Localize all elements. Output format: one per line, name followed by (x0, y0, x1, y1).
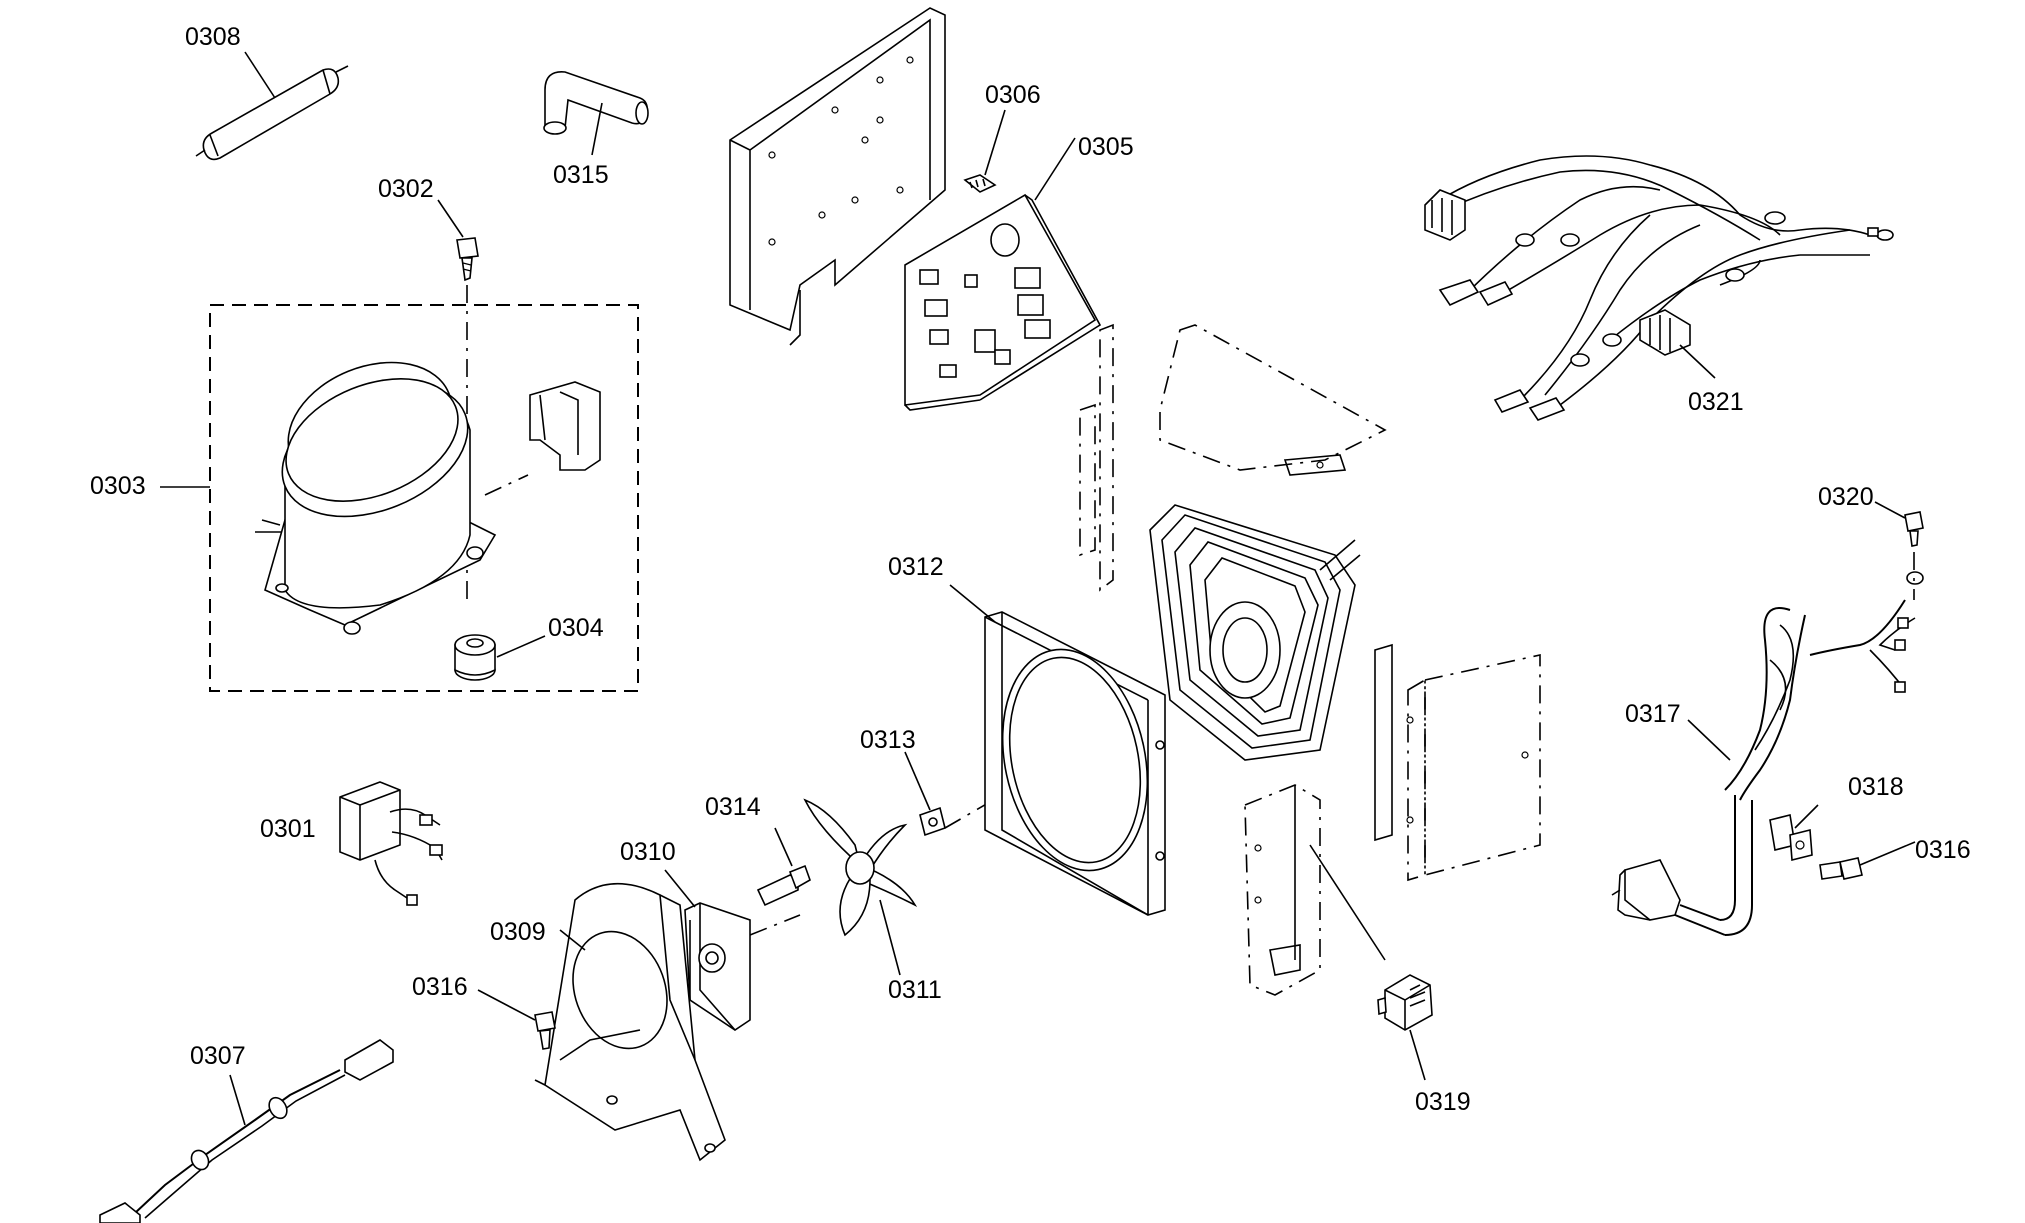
label-0301: 0301 (260, 815, 316, 843)
part-0315-tube (543, 71, 649, 156)
part-0314-screw (756, 827, 811, 907)
label-0316-right: 0316 (1915, 836, 1971, 864)
part-0320-screw (1874, 501, 1924, 600)
right-panel-set (1374, 643, 1541, 882)
part-0309-bracket (534, 882, 726, 1162)
part-0305-control-board (904, 137, 1102, 411)
part-0317-power-cord (1611, 599, 1916, 936)
part-0304-grommet (454, 634, 546, 681)
evaporator-coil (1149, 504, 1361, 761)
part-0307-sensor (99, 1039, 394, 1223)
label-0302: 0302 (378, 175, 434, 203)
label-0308: 0308 (185, 23, 241, 51)
part-0318-clamp (1769, 804, 1819, 862)
part-0321-wiring-harness (1424, 155, 1894, 421)
label-0321: 0321 (1688, 388, 1744, 416)
top-shield (1159, 324, 1387, 476)
label-0320: 0320 (1818, 483, 1874, 511)
part-0312-shroud (949, 584, 1166, 916)
label-0312: 0312 (888, 553, 944, 581)
label-0311: 0311 (888, 976, 942, 1004)
part-0306-connector (963, 109, 1006, 193)
part-0311-fan-blade (803, 798, 918, 976)
part-0308-drier (195, 51, 349, 161)
label-0303: 0303 (90, 472, 146, 500)
label-0317: 0317 (1625, 700, 1681, 728)
label-0307: 0307 (190, 1042, 246, 1070)
back-panel-bracket (729, 7, 946, 346)
label-0310: 0310 (620, 838, 676, 866)
label-0314: 0314 (705, 793, 761, 821)
label-0315: 0315 (553, 161, 609, 189)
label-0305: 0305 (1078, 133, 1134, 161)
part-0316-screw-right (1819, 841, 1916, 880)
label-0304: 0304 (548, 614, 604, 642)
label-0316-left: 0316 (412, 973, 468, 1001)
label-0313: 0313 (860, 726, 916, 754)
part-0303-compressor-assembly (160, 304, 639, 692)
part-0319-switch (1377, 974, 1433, 1081)
label-0306: 0306 (985, 81, 1041, 109)
label-0319: 0319 (1415, 1088, 1471, 1116)
label-0309: 0309 (490, 918, 546, 946)
fin-strip-left (1079, 323, 1114, 592)
callout-labels: 0308 0315 0302 0303 0304 0301 0307 0309 … (90, 23, 1971, 1116)
part-0301-relay (339, 781, 443, 906)
part-0316-screw-left (477, 989, 556, 1050)
lower-bracket (1244, 784, 1386, 996)
label-0318: 0318 (1848, 773, 1904, 801)
part-0310-fan-motor (664, 869, 801, 1031)
